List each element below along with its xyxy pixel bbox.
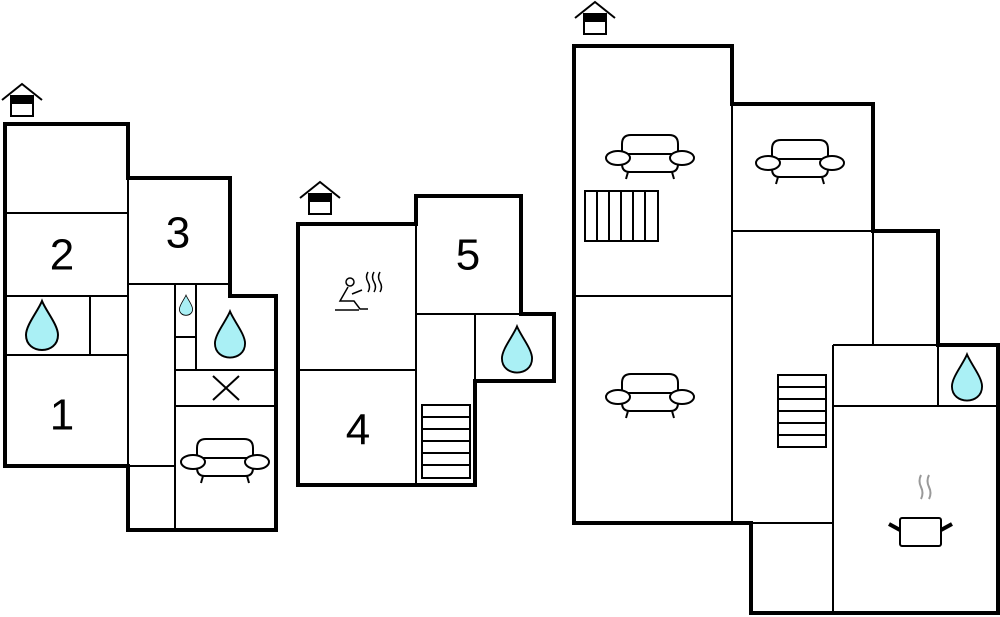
kitchen-pot-icon bbox=[888, 474, 953, 547]
sofa-icon bbox=[755, 139, 845, 185]
floor-plan-right bbox=[572, 1, 1000, 615]
sofa-icon bbox=[180, 438, 270, 484]
bathroom-icon bbox=[25, 300, 59, 351]
entrance-icon bbox=[1, 83, 43, 117]
room-3-label: 3 bbox=[166, 209, 190, 258]
stairs-icon bbox=[421, 404, 471, 479]
floor-plan-middle: 4 5 bbox=[296, 181, 556, 487]
entrance-icon bbox=[299, 181, 341, 215]
stairs-icon bbox=[777, 374, 827, 448]
room-2-label: 2 bbox=[50, 231, 74, 280]
stairs-icon bbox=[584, 190, 659, 242]
toilet-icon bbox=[178, 294, 194, 316]
x-mark-icon bbox=[212, 375, 240, 401]
sofa-icon bbox=[605, 373, 695, 419]
room-1-label: 1 bbox=[50, 391, 74, 440]
room-5-label: 5 bbox=[456, 231, 480, 280]
floor-plan-left: 1 2 3 bbox=[1, 83, 278, 532]
room-4-label: 4 bbox=[346, 406, 370, 455]
entrance-icon bbox=[574, 1, 616, 35]
bathroom-icon bbox=[950, 353, 984, 402]
bathroom-icon bbox=[213, 310, 247, 359]
bathroom-icon bbox=[500, 325, 534, 374]
sofa-icon bbox=[605, 134, 695, 180]
sauna-icon bbox=[335, 271, 383, 311]
